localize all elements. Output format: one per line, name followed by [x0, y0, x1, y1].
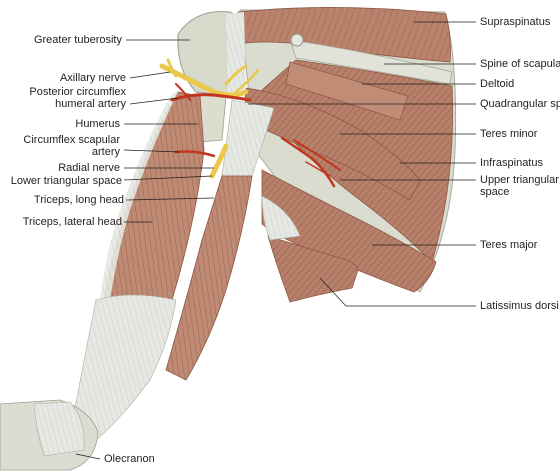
acromion-knob	[290, 33, 304, 47]
latissimus-tendon	[261, 195, 301, 241]
label-deltoid: Deltoid	[480, 78, 515, 90]
label-spine-of-scapula: Spine of scapula	[480, 58, 560, 70]
label-posterior-circumflex-line1: Posterior circumflex	[29, 86, 126, 98]
deltoid-flap	[285, 61, 409, 121]
label-supraspinatus: Supraspinatus	[480, 16, 551, 28]
label-infraspinatus: Infraspinatus	[480, 157, 543, 169]
label-triceps-lateral-head: Triceps, lateral head	[22, 216, 122, 228]
label-latissimus-dorsi: Latissimus dorsi	[480, 300, 559, 312]
label-teres-major: Teres major	[480, 239, 538, 251]
triceps-distal-tendon	[69, 294, 177, 441]
label-teres-minor: Teres minor	[480, 128, 538, 140]
label-humerus: Humerus	[75, 118, 120, 130]
label-olecranon: Olecranon	[104, 453, 155, 465]
latissimus-dorsi-muscle	[267, 235, 359, 303]
label-radial-nerve: Radial nerve	[58, 162, 120, 174]
olecranon-tendon	[33, 401, 85, 457]
label-upper-triangular-line1: Upper triangular	[480, 174, 559, 186]
rotator-cuff-tendon	[226, 12, 246, 96]
label-posterior-circumflex-line2: humeral artery	[55, 98, 126, 110]
label-circumflex-scapular-line1: Circumflex scapular	[23, 134, 120, 146]
label-upper-triangular-line2: space	[480, 186, 510, 198]
teres-minor-muscle	[243, 87, 421, 201]
label-circumflex-scapular-line2: artery	[91, 146, 120, 158]
axillary-nerve	[159, 58, 260, 98]
radial-nerve	[209, 143, 229, 179]
lateral-head-tendon-edge	[100, 92, 178, 300]
triceps-long-head-muscle	[165, 175, 253, 381]
posterior-circumflex-artery	[170, 83, 252, 102]
supraspinatus-muscle	[237, 7, 451, 63]
label-greater-tuberosity: Greater tuberosity	[33, 34, 122, 46]
leader-lines	[75, 21, 476, 460]
label-triceps-long-head: Triceps, long head	[33, 194, 124, 206]
label-quadrangular-space: Quadrangular space	[480, 98, 560, 110]
label-lower-triangular-space: Lower triangular space	[10, 175, 122, 187]
triceps-long-head-tendon	[221, 99, 275, 177]
label-axillary-nerve: Axillary nerve	[59, 72, 126, 84]
